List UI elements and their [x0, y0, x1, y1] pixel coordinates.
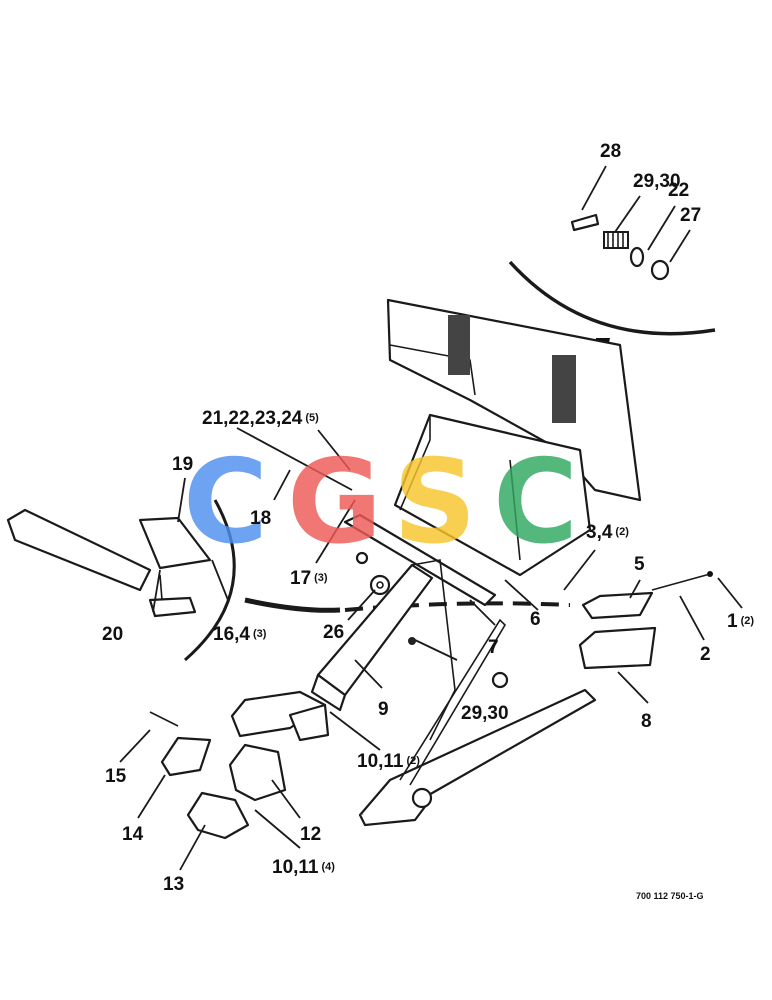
label-10-11-a-text: 10,11 [357, 751, 404, 772]
label-16-4: 16,4(3) [213, 624, 267, 645]
arm-assembly [310, 559, 456, 741]
label-21-24-text: 21,22,23,24 [202, 408, 303, 429]
label-18: 18 [250, 508, 271, 529]
spring-26 [603, 231, 629, 249]
cover-5 [581, 591, 654, 620]
label-17-text: 17 [290, 568, 311, 589]
nut-27 [650, 259, 670, 281]
label-22: 22 [668, 180, 689, 201]
watermark: C G S C [183, 435, 578, 570]
label-8: 8 [641, 711, 652, 732]
drive-cable-dashed [344, 601, 571, 612]
lock-nut [408, 637, 416, 645]
label-15: 15 [105, 766, 127, 787]
pivot-nut [355, 551, 369, 565]
long-bar [6, 508, 152, 592]
label-9: 9 [378, 699, 389, 720]
label-17-count: (3) [314, 572, 328, 584]
drive-cable [244, 597, 341, 613]
label-5: 5 [634, 554, 645, 575]
base-frame [358, 618, 597, 827]
label-26: 29,30 [633, 171, 681, 192]
label-16-4-text: 16,4 [213, 624, 250, 645]
label-1: 1(2) [727, 611, 754, 632]
label-1-count: (2) [741, 615, 755, 627]
label-29-30: 29,30 [461, 703, 509, 724]
label-12: 12 [300, 824, 321, 845]
leader-lines [119, 165, 743, 871]
pin-1 [707, 571, 713, 577]
label-27: 27 [680, 205, 701, 226]
lower-arc [184, 499, 236, 662]
flap-20 [148, 596, 197, 618]
label-10-11-a-count: (2) [407, 755, 421, 767]
label-3-4-text: 3,4 [586, 522, 613, 543]
watermark-letter-c1: C [183, 435, 268, 570]
pedal-arm [288, 703, 330, 742]
label-13: 13 [163, 874, 184, 895]
rod-15 [149, 711, 179, 727]
label-10-11-b: 10,11(4) [272, 857, 335, 878]
label-19: 19 [172, 454, 193, 475]
label-10-11-b-count: (4) [322, 861, 336, 873]
label-14: 14 [122, 824, 144, 845]
chute-guard [393, 413, 592, 577]
bracket-13 [186, 791, 250, 840]
label-1-text: 1 [727, 611, 738, 632]
watermark-letter-g: G [287, 435, 382, 570]
label-17: 17(3) [290, 568, 328, 589]
reference-number: 700 112 750-1-G [636, 891, 704, 901]
rod-2 [651, 573, 711, 591]
label-25: 28 [600, 141, 621, 162]
label-21-24: 21,22,23,24(5) [202, 408, 319, 429]
label-2: 2 [700, 644, 711, 665]
label-20: 20 [102, 624, 123, 645]
label-16-4-count: (3) [253, 628, 267, 640]
label-10-11-b-text: 10,11 [272, 857, 319, 878]
bracket-12 [228, 743, 287, 802]
part-labels: 28 29,30 22 27 21,22,23,24(5) 19 18 3,4(… [102, 141, 754, 901]
pin-25 [570, 213, 600, 232]
label-21-24-count: (5) [305, 412, 319, 424]
upper-arc [508, 260, 716, 336]
label-28: 26 [323, 622, 344, 643]
label-7: 7 [488, 637, 499, 658]
roller [491, 671, 509, 689]
shield-19 [138, 516, 212, 570]
mounting-bar [343, 513, 497, 607]
label-3-4: 3,4(2) [586, 522, 629, 543]
label-6: 6 [530, 609, 541, 630]
pad-14 [160, 736, 212, 777]
watermark-letter-c2: C [493, 435, 578, 570]
label-10-11-a: 10,11(2) [357, 751, 420, 772]
watermark-letter-s: S [393, 435, 477, 570]
box-8 [578, 626, 657, 670]
washer-22 [629, 246, 645, 268]
pivot-washer [369, 574, 391, 596]
label-3-4-count: (2) [615, 526, 629, 538]
